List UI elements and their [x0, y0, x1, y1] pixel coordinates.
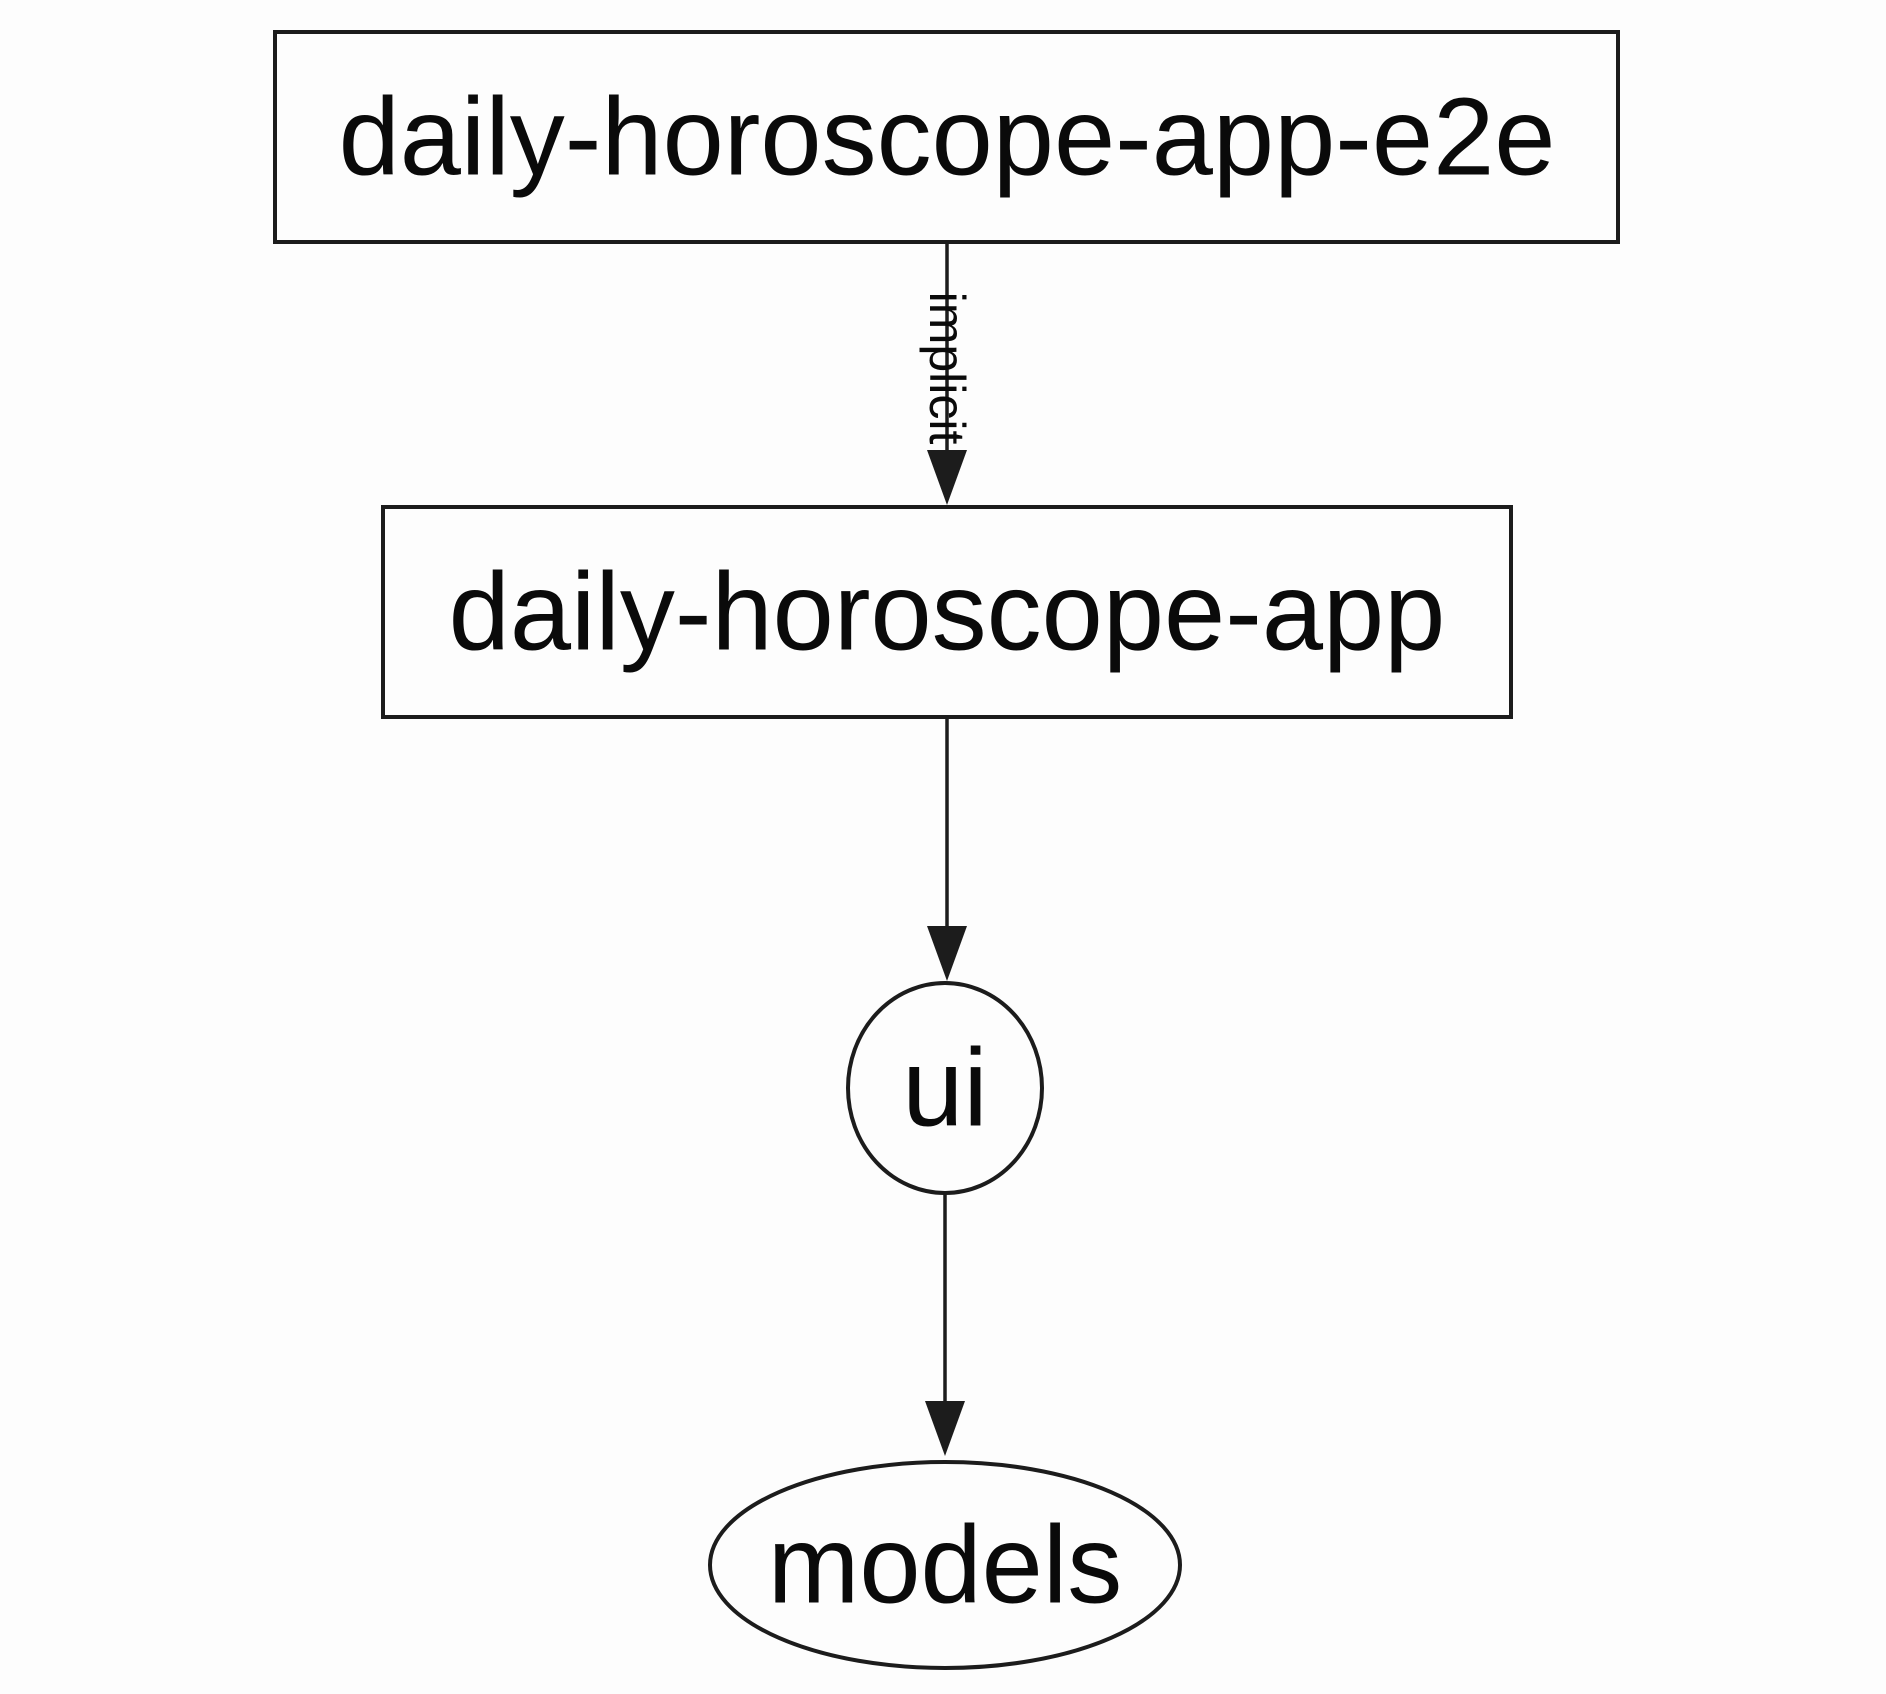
node-daily-horoscope-app-label: daily-horoscope-app	[449, 551, 1446, 674]
edge-ui-to-models	[925, 1193, 965, 1456]
node-daily-horoscope-app-e2e[interactable]: daily-horoscope-app-e2e	[273, 30, 1620, 244]
node-ui-ellipse[interactable]	[846, 981, 1044, 1195]
node-ui-label: ui	[902, 1027, 988, 1150]
node-daily-horoscope-app-e2e-box[interactable]	[273, 30, 1620, 244]
edge-ui-to-models-arrowhead-icon	[925, 1401, 965, 1456]
edge-app-to-ui-arrowhead-icon	[927, 926, 967, 981]
edge-implicit-label: implicit	[919, 292, 975, 445]
node-ui[interactable]: ui	[846, 981, 1044, 1195]
edge-app-to-ui	[927, 717, 967, 981]
node-daily-horoscope-app[interactable]: daily-horoscope-app	[381, 505, 1513, 719]
node-models-ellipse[interactable]	[708, 1460, 1182, 1670]
node-models-label: models	[768, 1504, 1123, 1627]
node-daily-horoscope-app-box[interactable]	[381, 505, 1513, 719]
edge-e2e-to-app: implicit	[919, 242, 975, 505]
node-models[interactable]: models	[708, 1460, 1182, 1670]
node-daily-horoscope-app-e2e-label: daily-horoscope-app-e2e	[339, 76, 1556, 199]
edge-e2e-to-app-arrowhead-icon	[927, 450, 967, 505]
